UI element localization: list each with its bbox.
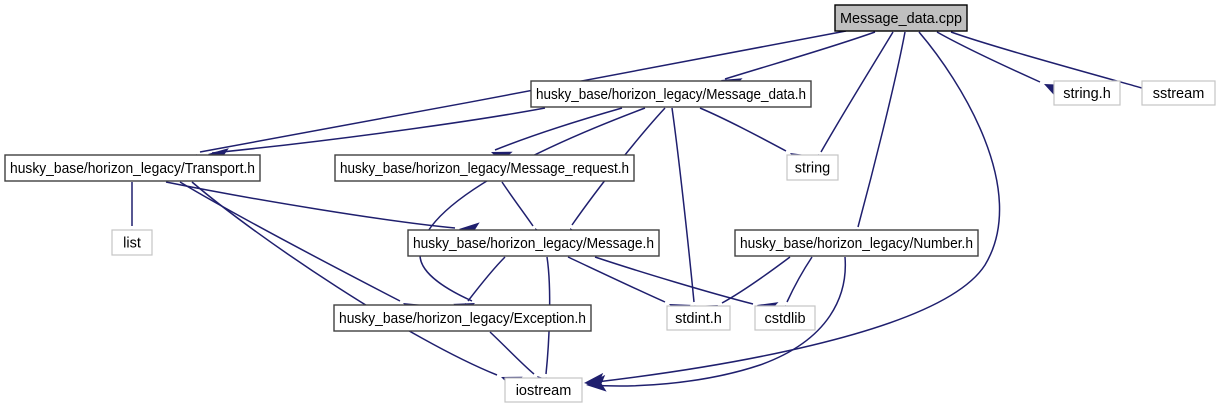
edge-line: [494, 107, 623, 151]
node-label: husky_base/horizon_legacy/Number.h: [740, 236, 973, 252]
edge-message_data_cpp-to-string: [818, 31, 894, 176]
node-number_h[interactable]: husky_base/horizon_legacy/Number.h: [734, 229, 979, 257]
node-message_request_h[interactable]: husky_base/horizon_legacy/Message_reques…: [334, 154, 635, 182]
edge-line: [950, 31, 1143, 89]
edge-line: [594, 256, 754, 305]
edge-line: [467, 256, 506, 302]
node-message_data_cpp[interactable]: Message_data.cpp: [834, 4, 968, 32]
edge-line: [724, 31, 876, 80]
edge-line: [587, 31, 1001, 384]
edge-line: [721, 256, 791, 304]
node-box[interactable]: [334, 154, 635, 182]
node-box[interactable]: [734, 229, 979, 257]
node-label: stdint.h: [675, 311, 722, 327]
node-box[interactable]: [333, 304, 592, 332]
node-iostream[interactable]: iostream: [504, 377, 583, 403]
edge-line: [567, 256, 666, 303]
node-label: husky_base/horizon_legacy/Exception.h: [339, 311, 586, 327]
edge-line: [671, 107, 695, 303]
node-message_data_h[interactable]: husky_base/horizon_legacy/Message_data.h: [530, 80, 812, 108]
node-box[interactable]: [1141, 80, 1216, 106]
node-label: list: [123, 235, 141, 251]
node-string_h[interactable]: string.h: [1053, 80, 1121, 106]
node-label: sstream: [1153, 86, 1205, 102]
node-label: husky_base/horizon_legacy/Message.h: [413, 236, 654, 252]
node-box[interactable]: [111, 229, 153, 256]
edge-line: [211, 107, 546, 154]
node-box[interactable]: [666, 305, 731, 331]
arrow-head: [586, 374, 607, 392]
node-box[interactable]: [504, 377, 583, 403]
node-sstream[interactable]: sstream: [1141, 80, 1216, 106]
node-stdint_h[interactable]: stdint.h: [666, 305, 731, 331]
edge-message_data_cpp-to-string_h: [936, 31, 1066, 101]
edge-line: [936, 31, 1041, 83]
node-list[interactable]: list: [111, 229, 153, 256]
edge-line: [191, 181, 498, 376]
node-label: string.h: [1063, 86, 1111, 102]
edge-line: [786, 256, 813, 303]
node-box[interactable]: [754, 305, 816, 331]
node-label: cstdlib: [764, 311, 805, 327]
node-box[interactable]: [1053, 80, 1121, 106]
edge-line: [589, 256, 847, 387]
edge-line: [857, 31, 906, 228]
edge-message_data_h-to-exception_h: [419, 107, 646, 320]
node-label: husky_base/horizon_legacy/Transport.h: [10, 161, 255, 177]
node-string[interactable]: string: [786, 154, 839, 181]
edge-line: [489, 331, 535, 375]
edge-number_h-to-iostream: [586, 256, 847, 392]
node-label: iostream: [516, 383, 572, 399]
node-box[interactable]: [786, 154, 839, 181]
edge-message_data_cpp-to-number_h: [851, 31, 906, 251]
node-cstdlib[interactable]: cstdlib: [754, 305, 816, 331]
edge-message_data_h-to-stdint_h: [671, 107, 703, 326]
edge-line: [699, 107, 787, 152]
node-label: Message_data.cpp: [840, 11, 962, 27]
node-box[interactable]: [407, 229, 660, 257]
edge-line: [820, 31, 894, 153]
nodes-layer: Message_data.cpp husky_base/horizon_legac…: [4, 4, 1216, 403]
node-label: husky_base/horizon_legacy/Message_reques…: [340, 161, 629, 177]
node-box[interactable]: [530, 80, 812, 108]
node-label: string: [795, 160, 830, 176]
edge-line: [501, 181, 534, 227]
edge-line: [419, 107, 646, 302]
node-exception_h[interactable]: husky_base/horizon_legacy/Exception.h: [333, 304, 592, 332]
node-message_h[interactable]: husky_base/horizon_legacy/Message.h: [407, 229, 660, 257]
edge-transport_h-to-iostream: [191, 181, 523, 393]
node-transport_h[interactable]: husky_base/horizon_legacy/Transport.h: [4, 154, 261, 182]
edge-line: [179, 181, 401, 302]
node-box[interactable]: [834, 4, 968, 32]
node-label: husky_base/horizon_legacy/Message_data.h: [536, 87, 806, 103]
node-box[interactable]: [4, 154, 261, 182]
edge-line: [165, 181, 456, 229]
